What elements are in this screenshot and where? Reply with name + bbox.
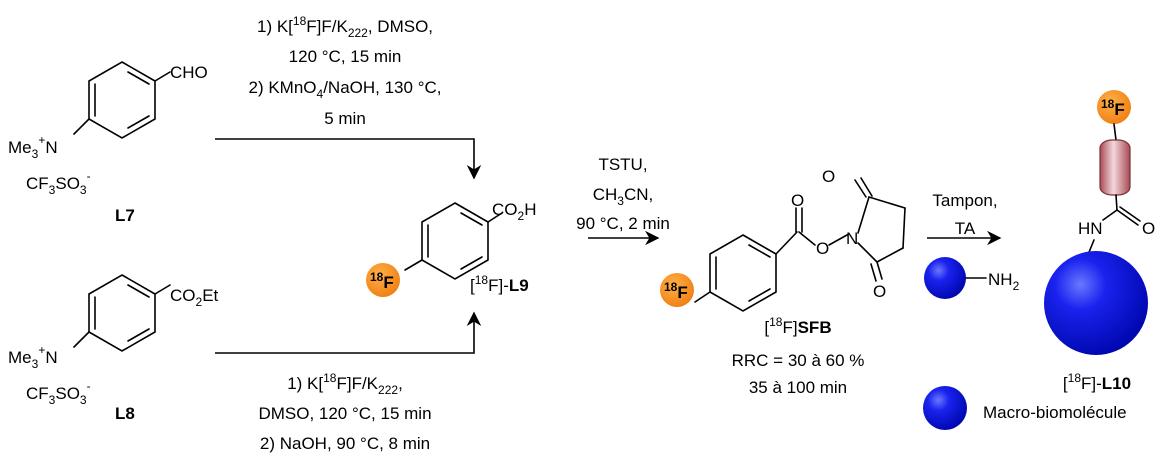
legend: Macro-biomolécule <box>923 386 1127 430</box>
L8-counterion: CF3SO3- <box>26 379 91 407</box>
conditions-middle: TSTU, CH3CN, 90 °C, 2 min <box>576 155 670 233</box>
L10-amide-nh: HN <box>1078 219 1103 238</box>
SFB-imide-oxygen-bottom: O <box>873 282 886 301</box>
cond-right-line2: TA <box>955 219 976 238</box>
SFB-carbonyl-oxygen: O <box>791 191 804 210</box>
L8-label: L8 <box>115 404 135 423</box>
SFB-imide-nitrogen: N <box>846 229 858 248</box>
SFB-time: 35 à 100 min <box>749 378 847 397</box>
linker-segment <box>1099 139 1131 196</box>
SFB-ester-oxygen: O <box>816 239 829 258</box>
cond-top-line4: 5 min <box>324 109 366 128</box>
SFB-rrc: RRC = 30 à 60 % <box>732 351 865 370</box>
L7-ammonium: Me3+N <box>8 133 58 161</box>
amine-reagent: NH2 <box>924 257 1020 299</box>
cond-mid-line2: CH3CN, <box>593 185 654 208</box>
L9-acid-group: CO2H <box>492 200 536 223</box>
molecule-SFB: O O N O O 18F [18F]SFB RRC = 30 à 60 % 3… <box>660 167 906 397</box>
cond-bottom-line1: 1) K[18F]F/K222, <box>287 371 403 397</box>
L9-label: [18F]-L9 <box>470 273 529 295</box>
fluorine-18-label: 18F <box>664 280 688 302</box>
cond-top-line1: 1) K[18F]F/K222, DMSO, <box>257 14 433 40</box>
L8-ammonium: Me3+N <box>8 343 58 371</box>
molecule-L8: CO2Et Me3+N CF3SO3- L8 <box>8 274 219 423</box>
biomolecule-sphere-large <box>1044 251 1148 355</box>
SFB-label: [18F]SFB <box>764 315 831 337</box>
fluorine-18-label: 18F <box>1101 97 1125 119</box>
conditions-bottom: 1) K[18F]F/K222, DMSO, 120 °C, 15 min 2)… <box>258 371 431 453</box>
cond-bottom-line2: DMSO, 120 °C, 15 min <box>258 404 431 423</box>
fluorine-18-badge <box>660 273 694 307</box>
L8-ester-group: CO2Et <box>170 286 219 309</box>
cond-mid-line1: TSTU, <box>598 155 647 174</box>
conditions-top: 1) K[18F]F/K222, DMSO, 120 °C, 15 min 2)… <box>248 14 441 128</box>
legend-label: Macro-biomolécule <box>983 403 1127 422</box>
cond-right-line1: Tampon, <box>932 191 997 210</box>
cond-top-line2: 120 °C, 15 min <box>289 47 402 66</box>
fluorine-18-badge <box>1097 90 1131 124</box>
fluorine-18-label: 18F <box>370 270 394 292</box>
fluorine-18-badge <box>366 263 400 297</box>
biomolecule-sphere-small <box>924 257 966 299</box>
arrow-bottom <box>215 311 482 354</box>
cond-top-line3: 2) KMnO4/NaOH, 130 °C, <box>248 78 441 101</box>
L7-cho-group: CHO <box>170 63 208 82</box>
L7-label: L7 <box>115 206 135 225</box>
legend-biomolecule-icon <box>923 386 967 430</box>
arrow-top <box>215 138 482 180</box>
cond-bottom-line3: 2) NaOH, 90 °C, 8 min <box>260 434 430 453</box>
L7-counterion: CF3SO3- <box>26 169 91 197</box>
SFB-imide-oxygen-top: O <box>822 167 835 186</box>
molecule-L9: CO2H 18F [18F]-L9 <box>366 200 536 297</box>
L10-carbonyl-oxygen: O <box>1142 219 1155 238</box>
L10-label: [18F]-L10 <box>1063 371 1131 393</box>
conditions-right: Tampon, TA <box>932 191 997 238</box>
conjugate-L10: 18F O HN [18F]-L10 <box>1044 90 1155 393</box>
molecule-L7: CHO Me3+N CF3SO3- L7 <box>8 61 208 225</box>
amine-label: NH2 <box>988 270 1020 293</box>
cond-mid-line3: 90 °C, 2 min <box>576 214 670 233</box>
